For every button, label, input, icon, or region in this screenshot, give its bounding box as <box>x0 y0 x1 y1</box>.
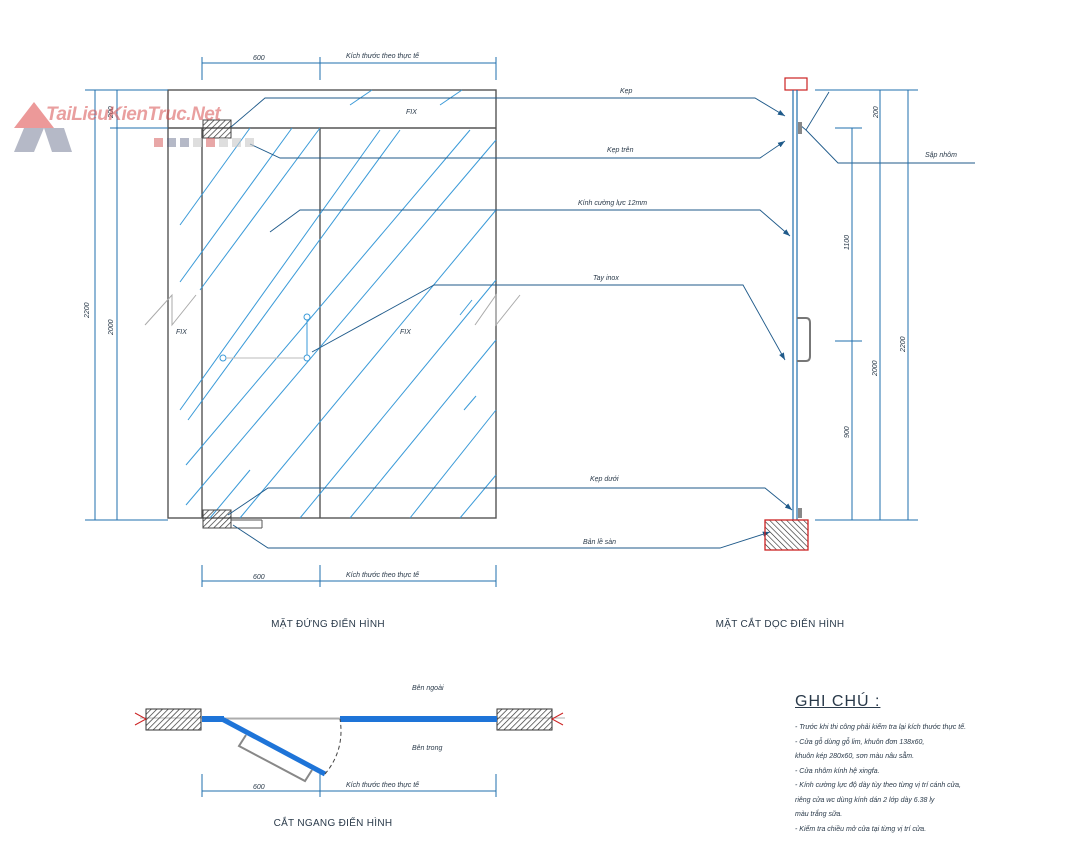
door-leaf-open <box>220 716 327 777</box>
wall-right <box>496 708 553 731</box>
leader-sap-nhom <box>805 91 975 164</box>
callout-kep-text: Kẹp <box>620 88 633 95</box>
leader-ban-le-san <box>232 524 771 549</box>
clamp-top-section <box>798 122 802 134</box>
callout-tay-inox-text: Tay inox <box>593 275 619 282</box>
note-line: - Cửa gỗ dùng gỗ lim, khuôn đơn 138x60, <box>795 738 925 746</box>
watermark-logo: TaiLieuKienTruc.Net <box>14 102 264 154</box>
clamp-bottom-hatch <box>202 509 232 529</box>
dim-bottom <box>201 565 497 587</box>
plan-view: Bên ngoài Bên trong 600 Kích thước theo … <box>134 685 565 829</box>
dim-2000-text: 2000 <box>872 360 879 377</box>
plan-handle-icon <box>237 734 313 783</box>
dim-200-text: 200 <box>873 106 880 119</box>
note-line: màu trắng sữa. <box>795 811 843 818</box>
callout-kep-duoi-text: Kẹp dưới <box>590 476 619 483</box>
callout-ban-le-san-text: Bản lề sàn <box>583 537 616 546</box>
note-line: khuôn kép 280x60, sơn màu nâu sẫm. <box>795 753 915 760</box>
clamp-bottom-section <box>798 508 802 518</box>
fix-label-top: FIX <box>406 109 417 116</box>
logo-squares <box>154 138 254 147</box>
note-line: - Cửa nhôm kính hệ xingfa. <box>795 767 880 775</box>
callout-leaders <box>227 91 975 549</box>
floor-hinge-box <box>764 519 809 551</box>
dim-900-text: 900 <box>844 426 851 438</box>
handle-top-icon <box>303 313 311 321</box>
leader-kep-tren <box>249 140 786 159</box>
break-mark-right <box>474 293 521 327</box>
ben-ngoai-text: Bên ngoài <box>412 685 444 692</box>
leader-kinh <box>269 209 791 237</box>
leader-kep <box>230 97 786 128</box>
dim-plan-left-text: 600 <box>253 784 265 791</box>
note-line: - Trước khi thi công phải kiểm tra lại k… <box>795 724 967 731</box>
dim-left-inner-top-text: 200 <box>108 106 115 119</box>
glass-hatching <box>179 89 497 519</box>
section-title: MẶT CẮT DỌC ĐIỂN HÌNH <box>716 617 845 630</box>
notes-heading: GHI CHÚ : <box>795 693 881 710</box>
fix-label-left: FIX <box>176 329 187 336</box>
dim-top-right-text: Kích thước theo thực tế <box>346 52 420 60</box>
dim-1100-text: 1100 <box>844 235 851 250</box>
plan-title: CẮT NGANG ĐIỂN HÌNH <box>274 816 393 829</box>
elevation-frame <box>167 89 497 519</box>
note-line: riêng cửa wc dùng kính dán 2 lớp dày 6.3… <box>795 796 935 804</box>
section-view: 200 1100 900 2000 2200 MẶT CẮT DỌC ĐIỂN … <box>716 77 918 630</box>
handle-section-icon <box>797 317 811 362</box>
leader-tay-inox <box>311 284 786 361</box>
clamp-top-hatch <box>202 119 232 139</box>
logo-mark-icon <box>14 102 72 152</box>
dim-plan-right-text: Kích thước theo thực tế <box>346 781 420 789</box>
elevation-title: MẶT ĐỨNG ĐIỂN HÌNH <box>271 617 385 630</box>
dim-top <box>201 57 497 80</box>
callout-kinh-text: Kính cường lực 12mm <box>578 200 647 207</box>
dim-section-right <box>815 89 918 521</box>
fix-label-right: FIX <box>400 329 411 336</box>
dim-2200-text: 2200 <box>900 336 907 353</box>
dim-bottom-right-text: Kích thước theo thực tế <box>346 571 420 579</box>
fixed-glass-right <box>340 716 497 722</box>
sap-nhom-text: Sập nhôm <box>925 152 957 159</box>
logo-text: TaiLieuKienTruc.Net <box>46 104 221 125</box>
break-left-icon <box>134 712 148 726</box>
note-line: - Kiểm tra chiều mở cửa tại từng vị trí … <box>795 825 927 833</box>
ben-trong-text: Bên trong <box>412 745 442 752</box>
top-channel <box>784 77 808 91</box>
notes-panel: GHI CHÚ : - Trước khi thi công phải kiểm… <box>795 693 1065 837</box>
dim-plan <box>201 774 497 797</box>
break-right-icon <box>550 712 564 726</box>
handle-bottom-icon <box>303 354 311 362</box>
fixed-glass-left <box>202 716 224 722</box>
wall-left <box>145 708 202 731</box>
leader-kep-duoi <box>227 487 793 516</box>
break-mark-left <box>144 293 197 327</box>
note-line: - Kính cường lực độ dày tùy theo từng vị… <box>795 782 961 789</box>
callout-kep-tren-text: Kẹp trên <box>607 147 634 154</box>
dim-top-left-text: 600 <box>253 55 265 62</box>
door-swing-arc <box>324 718 342 775</box>
dim-left <box>85 89 168 521</box>
dim-bottom-left-text: 600 <box>253 574 265 581</box>
handle-pivot-icon <box>219 354 227 362</box>
dim-left-outer-text: 2200 <box>84 302 91 319</box>
dim-left-inner-text: 2000 <box>108 319 115 336</box>
